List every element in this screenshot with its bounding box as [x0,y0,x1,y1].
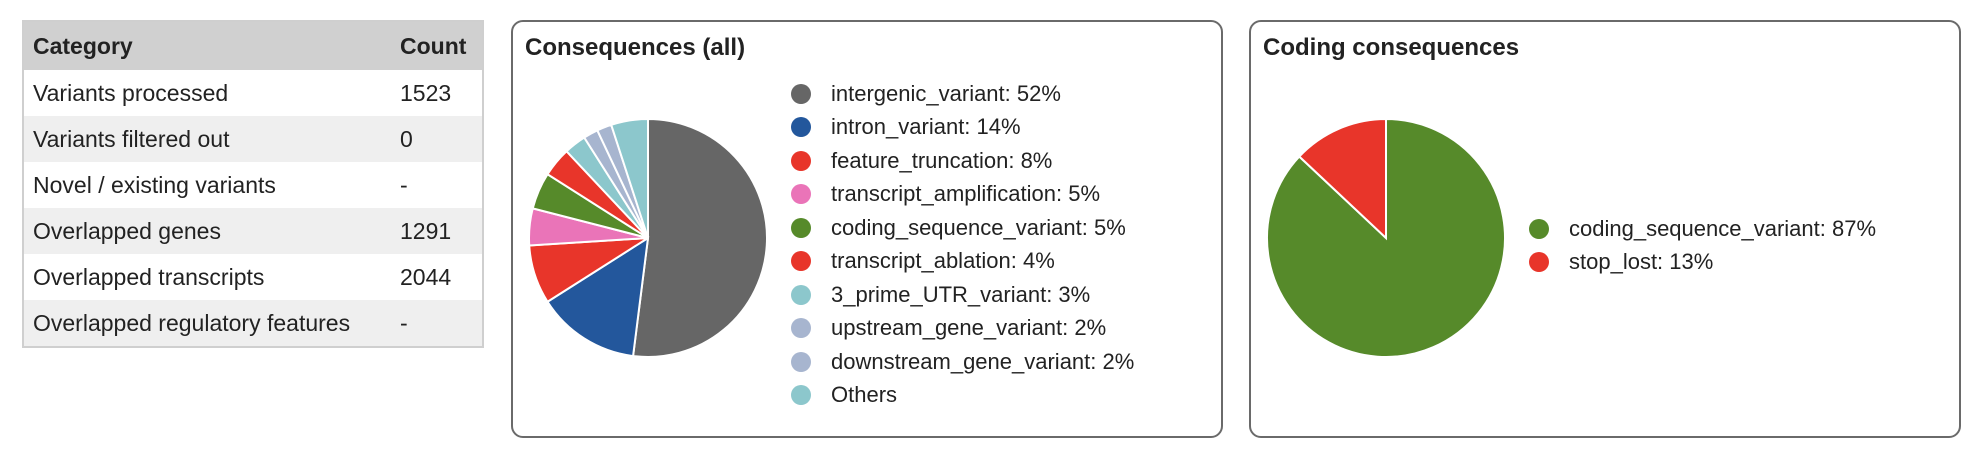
legend-label: stop_lost: 13% [1569,249,1714,275]
panel-title: Consequences (all) [525,34,746,61]
legend-label: coding_sequence_variant: 87% [1569,215,1877,241]
row-category: Overlapped genes [23,208,391,254]
legend-label: upstream_gene_variant: 2% [831,315,1107,341]
legend-dot-icon [791,83,811,104]
legend-dot-icon [791,150,811,171]
legend-dot-icon [791,351,811,372]
legend-label: Others [831,382,898,408]
column-header-category: Category [23,21,391,70]
legend-dot-icon [1529,218,1549,239]
legend-item[interactable]: transcript_ablation: 4% [791,245,1134,279]
legend-label: intron_variant: 14% [831,114,1021,140]
pie-slice[interactable] [609,118,649,239]
consequences-all-panel: Consequences (all) intergenic_variant: 5… [511,20,1223,438]
legend-item[interactable]: feature_truncation: 8% [791,144,1134,178]
legend-item[interactable]: intron_variant: 14% [791,111,1134,145]
legend-dot-icon [791,217,811,238]
legend-dot-icon [791,284,811,305]
table-row: Variants filtered out 0 [23,116,483,162]
row-count: 2044 [391,254,483,300]
summary-table: Category Count Variants processed 1523 V… [22,20,484,348]
legend-item[interactable]: downstream_gene_variant: 2% [791,345,1134,379]
table-header-row: Category Count [23,21,483,70]
legend-dot-icon [791,117,811,138]
coding-pie-chart [1266,118,1506,358]
row-count: 0 [391,116,483,162]
row-category: Overlapped regulatory features [23,300,391,347]
row-count: - [391,300,483,347]
legend-item[interactable]: coding_sequence_variant: 5% [791,211,1134,245]
table-row: Novel / existing variants - [23,162,483,208]
legend-label: transcript_ablation: 4% [831,248,1055,274]
row-category: Variants filtered out [23,116,391,162]
row-count: 1291 [391,208,483,254]
row-category: Overlapped transcripts [23,254,391,300]
table-row: Overlapped regulatory features - [23,300,483,347]
row-category: Novel / existing variants [23,162,391,208]
legend-item[interactable]: coding_sequence_variant: 87% [1529,212,1876,246]
legend-dot-icon [1529,252,1549,273]
legend-dot-icon [791,318,811,339]
legend-label: intergenic_variant: 52% [831,80,1061,106]
row-count: 1523 [391,70,483,116]
row-count: - [391,162,483,208]
legend-item[interactable]: stop_lost: 13% [1529,246,1876,280]
legend-dot-icon [791,184,811,205]
pie-slice[interactable] [1297,118,1387,241]
coding-legend: coding_sequence_variant: 87% stop_lost: 1… [1529,212,1876,279]
legend-item[interactable]: intergenic_variant: 52% [791,77,1134,111]
pie-slice[interactable] [1266,118,1506,358]
legend-item[interactable]: upstream_gene_variant: 2% [791,312,1134,346]
pie-slice[interactable] [546,236,650,358]
pie-slice[interactable] [631,118,768,358]
legend-label: downstream_gene_variant: 2% [831,348,1135,374]
legend-item[interactable]: Others [791,379,1134,413]
table-row: Overlapped genes 1291 [23,208,483,254]
consequences-pie-chart [528,118,768,358]
legend-item[interactable]: transcript_amplification: 5% [791,178,1134,212]
consequences-legend: intergenic_variant: 52% intron_variant: 1… [791,77,1134,412]
table-row: Variants processed 1523 [23,70,483,116]
legend-label: transcript_amplification: 5% [831,181,1101,207]
legend-label: feature_truncation: 8% [831,147,1053,173]
panel-title: Coding consequences [1263,34,1520,61]
legend-item[interactable]: 3_prime_UTR_variant: 3% [791,278,1134,312]
legend-dot-icon [791,385,811,406]
column-header-count: Count [391,21,483,70]
coding-consequences-panel: Coding consequences coding_sequence_vari… [1249,20,1961,438]
legend-dot-icon [791,251,811,272]
legend-label: coding_sequence_variant: 5% [831,214,1126,240]
row-category: Variants processed [23,70,391,116]
table-row: Overlapped transcripts 2044 [23,254,483,300]
legend-label: 3_prime_UTR_variant: 3% [831,281,1091,307]
